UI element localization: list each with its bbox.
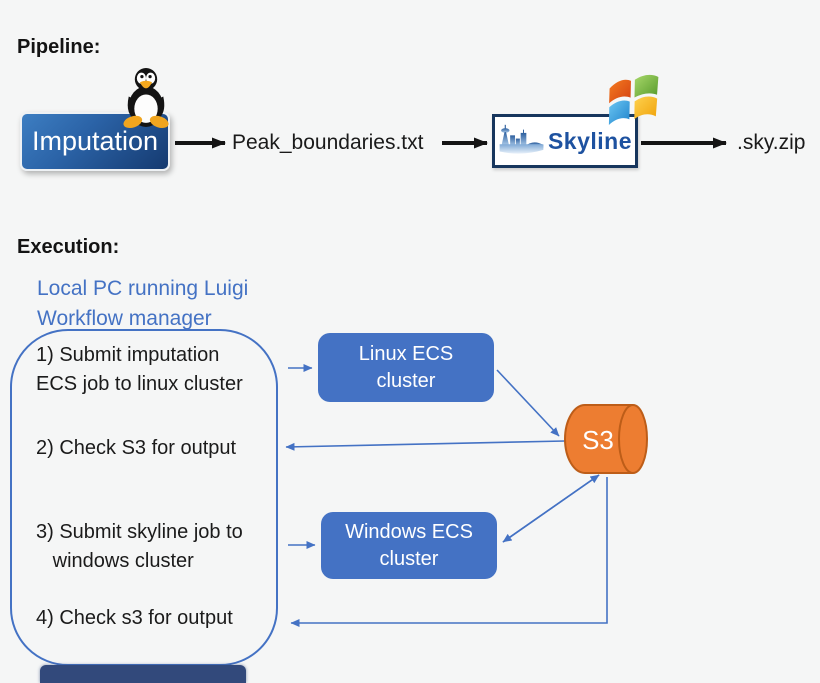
imputation-label: Imputation <box>31 126 159 156</box>
execution-heading: Execution: <box>17 236 120 258</box>
s3-label: S3 <box>582 425 614 455</box>
workflow-step-3: 3) Submit skyline job to windows cluster <box>36 521 243 572</box>
arrow-s3-to-windows-ecs <box>502 474 600 543</box>
arrow-s3-to-step2 <box>285 440 566 451</box>
windows-ecs-label: Windows ECS cluster <box>345 520 473 570</box>
arrow-linux-ecs-to-s3 <box>496 369 560 437</box>
linux-ecs-cluster-box: Linux ECS cluster <box>318 333 494 402</box>
skyline-box: Skyline <box>492 114 638 168</box>
luigi-manager-label: Local PC running Luigi Workflow manager <box>37 277 249 330</box>
pipeline-heading: Pipeline: <box>17 36 101 58</box>
workflow-step-4: 4) Check s3 for output <box>36 607 233 629</box>
windows-logo-icon <box>608 74 659 125</box>
windows-ecs-cluster-box: Windows ECS cluster <box>321 512 497 579</box>
workflow-step-1: 1) Submit imputation ECS job to linux cl… <box>36 344 243 395</box>
skyline-label: Skyline <box>547 127 632 154</box>
seattle-skyline-icon <box>499 124 544 154</box>
peak-boundaries-label: Peak_boundaries.txt <box>232 131 424 154</box>
workflow-step-2: 2) Check S3 for output <box>36 437 237 459</box>
linux-tux-icon <box>123 68 169 128</box>
linux-ecs-label: Linux ECS cluster <box>358 342 454 392</box>
bottom-cropped-bar <box>40 665 246 683</box>
sky-zip-label: .sky.zip <box>737 131 806 154</box>
arrow-windows-ecs-to-s3 <box>502 474 600 543</box>
